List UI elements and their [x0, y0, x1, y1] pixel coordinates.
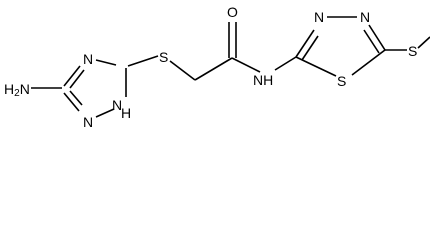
bond-n2-c3-double: [69, 90, 83, 106]
atom-ring1-n4: N: [83, 51, 93, 67]
atom-ring2-n3: N: [314, 9, 324, 25]
bond-co-nh: [231, 57, 261, 73]
bond-c-n4-double: [69, 69, 85, 89]
atom-carbonyl-o: O: [227, 4, 238, 20]
bond-n4-c5-double: [363, 29, 380, 54]
molecule-structure-diagram: H2N N N H N S O NH N N S S: [4, 4, 430, 130]
atom-ring1-n1: N: [112, 97, 122, 113]
bond-nh-c2: [274, 56, 297, 71]
bond-c-n4: [63, 65, 81, 87]
atom-ring1-n2: N: [83, 114, 93, 130]
bond-c2-n3: [295, 29, 315, 58]
bond-c5-s: [127, 55, 159, 67]
bond-n4-c5: [368, 24, 386, 51]
bond-ch2-co: [194, 57, 233, 81]
atom-amide-nh: NH: [253, 72, 273, 88]
atom-thioether-s: S: [159, 49, 168, 65]
bond-c5-s-ring: [351, 49, 386, 76]
atom-ring2-s: S: [337, 73, 346, 89]
atom-ring1-nh-h: H: [121, 105, 131, 121]
bond-c2-n3-double: [301, 35, 319, 61]
bond-n4-c5: [95, 59, 117, 66]
bond-n1-n2: [95, 108, 115, 118]
bond-s-ring-c2: [295, 56, 337, 77]
atom-ring2-n4: N: [360, 9, 370, 25]
bond-s-methyl-ch3: [417, 36, 430, 49]
atom-amine-h: H2N: [4, 81, 30, 99]
bond-s-ch2: [169, 60, 196, 81]
atom-methylthio-s: S: [408, 43, 417, 59]
bond-n2-c3: [63, 92, 80, 112]
